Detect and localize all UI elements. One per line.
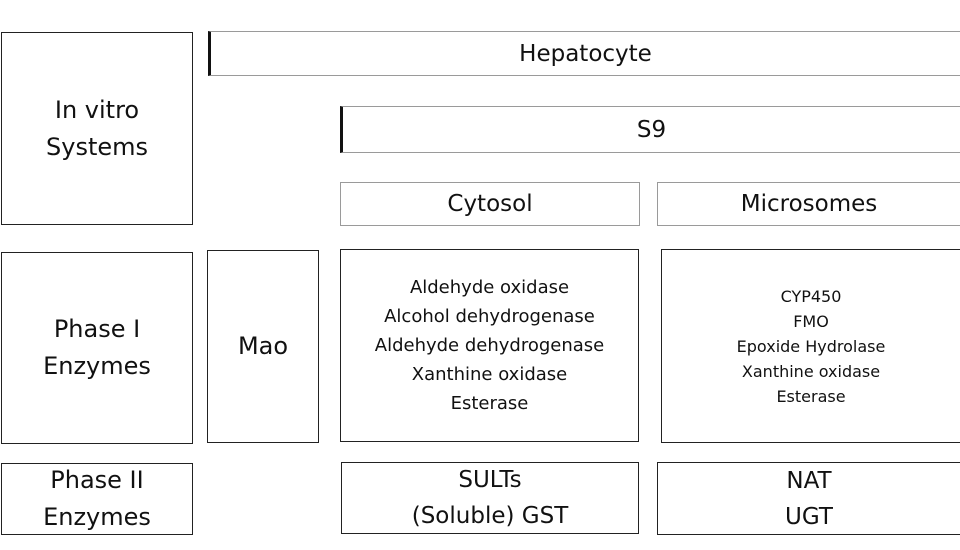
cytosol-phase-2-enzymes: SULTs (Soluble) GST [341,462,639,534]
mao-label: Mao [237,332,289,360]
enzyme-item: Alcohol dehydrogenase [384,306,595,327]
phase-1-line-1: Phase I [53,315,141,343]
in-vitro-line-2: Systems [46,132,148,161]
cytosol-phase-1-enzymes: Aldehyde oxidase Alcohol dehydrogenase A… [340,249,639,442]
enzyme-item: Xanthine oxidase [411,364,568,385]
enzyme-item: CYP450 [780,286,842,306]
cytosol-label: Cytosol [447,191,533,217]
enzyme-item: Aldehyde dehydrogenase [374,335,605,356]
enzyme-item: SULTs [458,467,522,493]
enzyme-item: Esterase [450,393,529,414]
hepatocyte-label: Hepatocyte [519,40,652,67]
enzyme-item: Xanthine oxidase [741,361,881,381]
enzyme-item: (Soluble) GST [411,503,569,529]
enzyme-item: UGT [785,503,833,530]
s9-label: S9 [636,116,667,143]
phase-2-line-2: Enzymes [43,503,151,531]
enzyme-item: Esterase [776,386,846,406]
in-vitro-line-1: In vitro [54,95,140,124]
enzyme-item: Epoxide Hydrolase [736,336,886,356]
phase-1-line-2: Enzymes [43,352,151,380]
microsome-phase-1-enzymes: CYP450 FMO Epoxide Hydrolase Xanthine ox… [661,249,960,443]
microsome-phase-2-enzymes: NAT UGT [657,462,960,535]
phase-1-enzymes-label: Phase I Enzymes [1,252,193,444]
microsomes-header: Microsomes [657,182,960,226]
hepatocyte-bar: Hepatocyte [208,31,960,76]
in-vitro-systems-label: In vitro Systems [1,32,193,225]
microsomes-label: Microsomes [740,191,878,217]
s9-bar: S9 [340,106,960,153]
mao-box: Mao [207,250,319,443]
phase-2-line-1: Phase II [50,466,144,494]
enzyme-item: Aldehyde oxidase [409,277,570,298]
cytosol-header: Cytosol [340,182,640,226]
enzyme-item: FMO [793,311,829,331]
enzyme-item: NAT [786,467,832,494]
phase-2-enzymes-label: Phase II Enzymes [1,463,193,535]
